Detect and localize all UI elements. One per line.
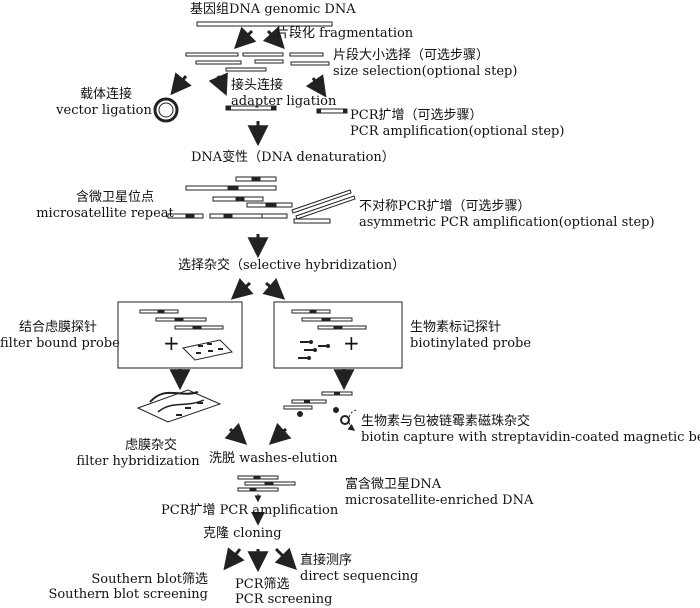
label-size-selection-cn: 片段大小选择（可选步骤） (333, 48, 490, 63)
biotin-box-strands (291, 309, 367, 330)
label-enriched-cn: 富含微卫星DNA (345, 477, 442, 492)
label-fragmentation: 片段化 fragmentation (276, 26, 414, 41)
label-asymmetric-cn: 不对称PCR扩增（可选步骤） (359, 199, 531, 214)
label-genomic-dna: 基因组DNA genomic DNA (190, 2, 356, 17)
asymmetric-strands (291, 189, 356, 220)
adapter-arrow (208, 72, 228, 96)
wash-arrow-left (224, 422, 248, 445)
label-denaturation: DNA变性（DNA denaturation） (191, 150, 395, 165)
frag-arrow-right (262, 26, 285, 50)
label-microsatellite-cn: 含微卫星位点 (75, 190, 154, 205)
label-biotin-probe-cn: 生物素标记探针 (410, 320, 502, 335)
label-southern-cn: Southern blot筛选 (91, 572, 208, 587)
pcr-optional-fragment (316, 108, 348, 114)
genomic-dna-bar (196, 21, 333, 27)
label-direct-seq-cn: 直接测序 (300, 553, 353, 568)
biotin-capture-beads (283, 391, 357, 431)
label-capture-cn: 生物素与包被链霉素磁珠杂交 (361, 414, 531, 429)
label-enriched-en: microsatellite-enriched DNA (345, 493, 534, 508)
label-selective-hybridization: 选择杂交（selective hybridization） (178, 258, 406, 273)
label-size-selection-en: size selection(optional step) (333, 64, 518, 79)
label-cloning: 克隆 cloning (203, 526, 282, 541)
label-pcr-screening-cn: PCR筛选 (235, 577, 290, 592)
wash-arrow-right (268, 422, 292, 445)
label-pcr-amp-en: PCR amplification(optional step) (350, 124, 565, 139)
label-filter-probe-cn: 结合虑膜探针 (18, 320, 97, 335)
denatured-strands (167, 176, 331, 224)
label-pcr-amp-cn: PCR扩增（可选步骤） (350, 108, 483, 123)
label-microsatellite-en: microsatellite repeat (36, 206, 174, 221)
enriched-fragments (237, 475, 296, 492)
frag-arrow-left (234, 26, 257, 49)
label-pcr-screening-en: PCR screening (235, 592, 333, 607)
adapter-ligated-fragment (225, 105, 277, 111)
label-adapter-en: adapter ligation (231, 94, 337, 109)
label-filter-hyb-cn: 虑膜杂交 (124, 438, 177, 453)
label-filter-hyb-en: filter hybridization (76, 454, 200, 469)
label-washes-elution: 洗脱 washes-elution (209, 451, 338, 466)
filter-branch-arrow (230, 278, 254, 300)
filter-hybridization-membrane (136, 389, 222, 423)
pcr-optional-arrow (305, 74, 327, 98)
dna-fragments (185, 52, 330, 72)
southern-arrow (223, 547, 245, 571)
filter-probe-box (117, 301, 243, 369)
filter-plus: + (163, 331, 180, 355)
filter-membrane (181, 339, 234, 361)
label-direct-seq-en: direct sequencing (300, 569, 419, 584)
label-biotin-probe-en: biotinylated probe (410, 336, 532, 351)
label-vector-cn: 载体连接 (79, 87, 132, 102)
biotin-branch-arrow (262, 278, 286, 300)
biotin-plus: + (343, 331, 360, 355)
label-vector-en: vector ligation (56, 103, 152, 118)
vector-arrow (170, 72, 192, 96)
biotin-probes (298, 340, 330, 360)
label-filter-probe-en: filter bound probe (0, 336, 120, 351)
label-adapter-cn: 接头连接 (231, 78, 284, 93)
vector-circle (153, 97, 179, 123)
label-capture-en: biotin capture with streptavidin-coated … (361, 430, 700, 445)
direct-seq-arrow (274, 547, 297, 570)
filter-box-strands (139, 309, 224, 330)
label-southern-en: Southern blot screening (48, 587, 208, 602)
label-asymmetric-en: asymmetric PCR amplification(optional st… (359, 215, 655, 230)
label-pcr-amplification: PCR扩增 PCR amplification (161, 503, 339, 518)
